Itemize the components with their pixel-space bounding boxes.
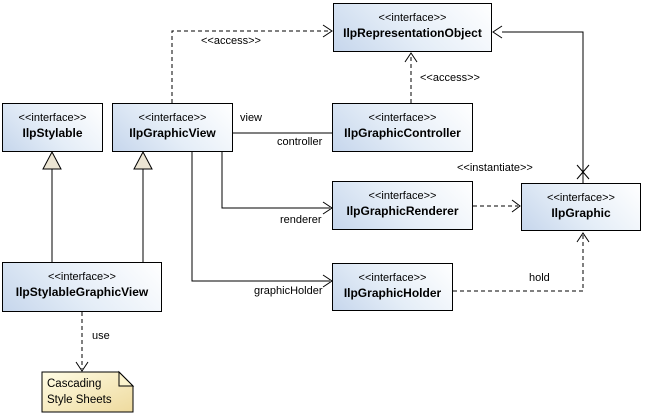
stereotype-label: <<interface>>: [547, 192, 615, 204]
class-ilpgraphicrenderer: <<interface>> IlpGraphicRenderer: [332, 181, 473, 230]
controller-role-label: controller: [277, 136, 323, 148]
class-name: IlpRepresentationObject: [343, 26, 482, 40]
class-name: IlpGraphic: [551, 206, 611, 220]
class-ilpgraphicview: <<interface>> IlpGraphicView: [112, 103, 233, 152]
graphicholder-role-label: graphicHolder: [254, 285, 323, 297]
view-role-label: view: [240, 112, 263, 124]
class-ilpstylablegraphicview: <<interface>> IlpStylableGraphicView: [2, 262, 162, 312]
class-name: IlpStylable: [22, 126, 83, 140]
access-label-graphicview: <<access>>: [201, 35, 261, 47]
dependency-access-controller: [404, 52, 418, 103]
stereotype-label: <<interface>>: [378, 12, 447, 24]
dependency-access-graphicview: [171, 24, 333, 103]
use-label: use: [92, 330, 110, 342]
class-ilpgraphicholder: <<interface>> IlpGraphicHolder: [332, 263, 453, 311]
class-name: IlpStylableGraphicView: [15, 285, 149, 299]
dependency-use: [75, 312, 89, 372]
note-line: Style Sheets: [47, 394, 112, 406]
dependency-hold: [453, 232, 590, 292]
stereotype-label: <<interface>>: [18, 112, 87, 124]
class-name: IlpGraphicRenderer: [346, 204, 459, 218]
class-ilpgraphiccontroller: <<interface>> IlpGraphicController: [332, 103, 473, 152]
stereotype-label: <<interface>>: [48, 271, 116, 283]
dependency-instantiate: [473, 199, 521, 213]
association-renderer: [221, 152, 333, 215]
renderer-role-label: renderer: [280, 214, 322, 226]
class-name: IlpGraphicView: [129, 126, 216, 140]
instantiate-label: <<instantiate>>: [457, 162, 533, 174]
css-note: Cascading Style Sheets: [47, 376, 112, 408]
association-graphic-representationobject: [492, 25, 590, 183]
stereotype-label: <<interface>>: [358, 272, 427, 284]
note-line: Cascading: [47, 378, 102, 390]
class-name: IlpGraphicHolder: [343, 286, 442, 300]
stereotype-label: <<interface>>: [138, 112, 207, 124]
access-label-controller: <<access>>: [420, 72, 480, 84]
note-shape: [41, 370, 135, 413]
class-name: IlpGraphicController: [344, 126, 461, 140]
generalization-stylablegraphicview-stylable: [42, 150, 62, 262]
hold-label: hold: [529, 272, 550, 284]
generalization-stylablegraphicview-graphicview: [133, 150, 153, 262]
stereotype-label: <<interface>>: [368, 112, 437, 124]
class-ilpstylable: <<interface>> IlpStylable: [2, 103, 103, 152]
class-ilpgraphic: <<interface>> IlpGraphic: [521, 183, 641, 231]
stereotype-label: <<interface>>: [368, 190, 437, 202]
class-ilprepresentationobject: <<interface>> IlpRepresentationObject: [333, 3, 492, 52]
